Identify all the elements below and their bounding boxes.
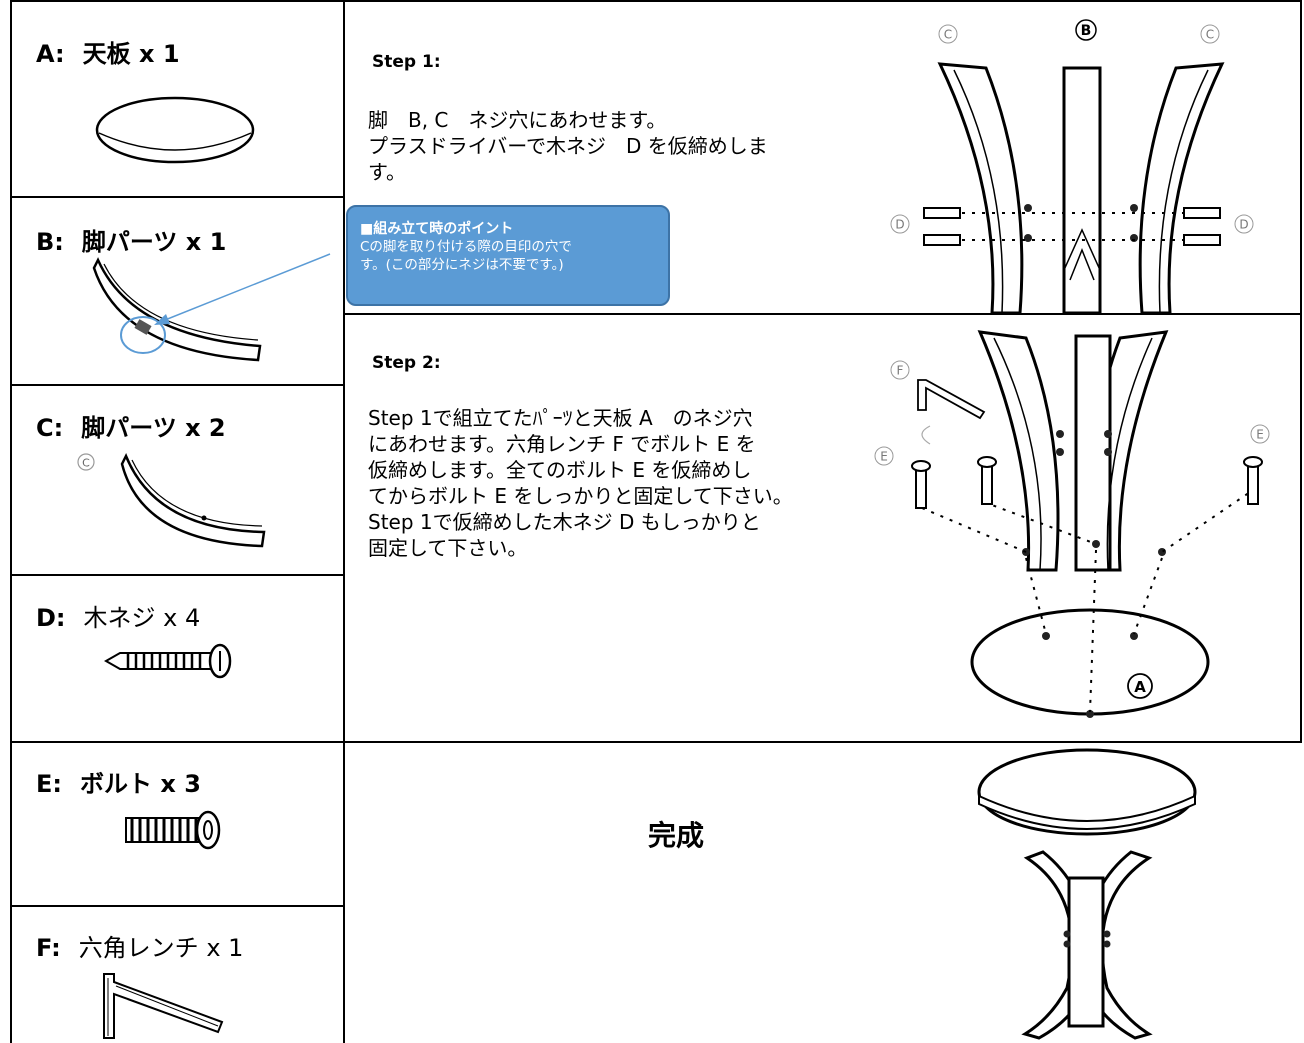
part-e-label: E:ボルト x 3 xyxy=(36,770,201,798)
step-2-instructions: Step 1で組立てたﾊﾟｰﾂと天板 A のネジ穴 にあわせます。六角レンチ F… xyxy=(368,406,793,560)
part-d-label: D:木ネジ x 4 xyxy=(36,604,201,632)
part-b-label: B:脚パーツ x 1 xyxy=(36,228,227,256)
svg-text:C: C xyxy=(82,457,90,470)
tip-body: Cの脚を取り付ける際の目印の穴で す。(この部分にネジは不要です。) xyxy=(360,239,572,273)
leg-part-b-icon xyxy=(92,257,262,362)
step-2-diagram: F E E A xyxy=(874,330,1270,718)
c-marker-icon: C xyxy=(77,453,95,471)
step-2-e-right-label: E xyxy=(1256,428,1264,442)
part-a-label: A:天板 x 1 xyxy=(36,40,180,68)
pointer-arrow-icon xyxy=(154,253,331,325)
step-1-d-right-label: D xyxy=(1239,218,1248,232)
step-2-e-left-label: E xyxy=(880,450,888,464)
step-1-title: Step 1: xyxy=(372,52,441,72)
assembly-tip-callout: ■組み立て時のポイント Cの脚を取り付ける際の目印の穴で す。(この部分にネジは… xyxy=(346,205,670,306)
step-1-diagram: C B C D D xyxy=(890,19,1254,315)
step-2-title: Step 2: xyxy=(372,353,441,373)
complete-label: 完成 xyxy=(648,819,705,852)
part-f-label: F:六角レンチ x 1 xyxy=(36,934,244,962)
tip-title: ■組み立て時のポイント xyxy=(360,221,514,237)
step-1-b-label: B xyxy=(1081,23,1092,39)
step-2-a-label: A xyxy=(1134,678,1146,696)
part-c-label: C:脚パーツ x 2 xyxy=(36,414,226,442)
step-2-f-label: F xyxy=(897,364,904,378)
hex-wrench-icon xyxy=(103,973,224,1039)
table-top-icon xyxy=(95,96,255,164)
marker-circle-icon xyxy=(120,316,166,354)
wood-screw-icon xyxy=(103,643,232,679)
step-1-d-left-label: D xyxy=(895,218,904,232)
step-1-c-left-label: C xyxy=(944,28,952,42)
step-1-c-right-label: C xyxy=(1206,28,1214,42)
bolt-icon xyxy=(125,810,221,850)
step-1-instructions: 脚 B, C ネジ穴にあわせます。 プラスドライバーで木ネジ D を仮締めしま … xyxy=(368,108,768,184)
leg-part-c-icon xyxy=(120,452,266,548)
completed-table-icon xyxy=(977,748,1197,1040)
